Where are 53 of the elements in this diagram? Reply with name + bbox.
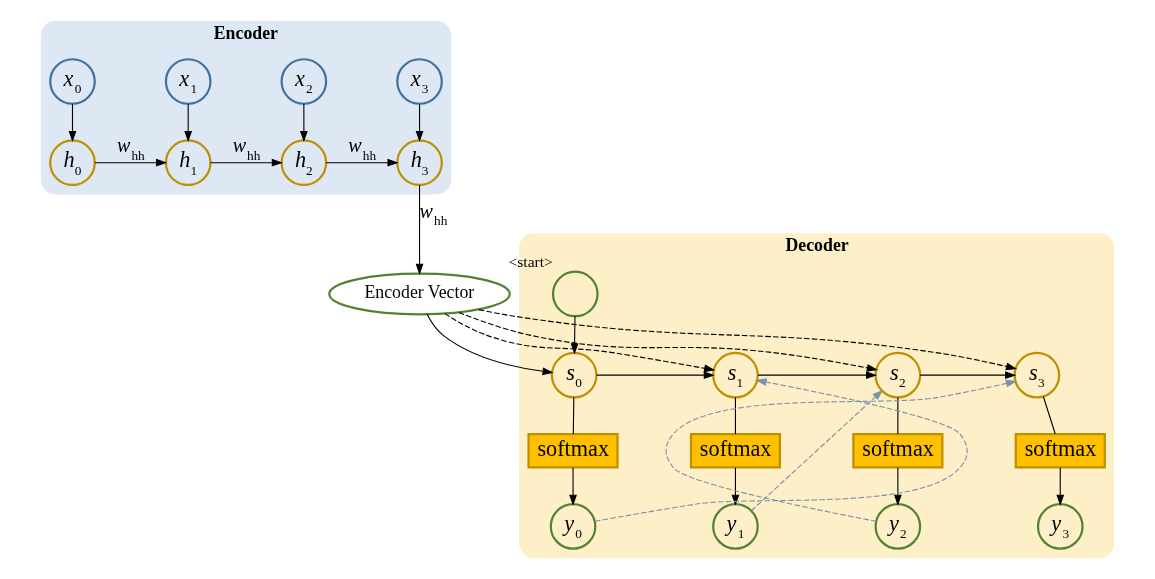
node-circle: s$_{3}$: [1013, 351, 1061, 399]
arrow: [478, 309, 1018, 371]
arrow: [444, 313, 716, 373]
node-circle: x$_{2}$: [280, 58, 328, 105]
node-box: softmax: [852, 433, 944, 469]
arrow: [594, 378, 968, 522]
arrow: [184, 103, 193, 143]
node-circle: s$_{1}$: [712, 351, 759, 399]
node-circle: h$_{3}$: [396, 139, 443, 187]
arrow: [1056, 467, 1065, 506]
edge-label: w$_{hh}$: [232, 134, 261, 163]
arrow: [209, 158, 283, 167]
node-circle: h$_{2}$: [280, 139, 328, 187]
node-circle: [551, 270, 599, 318]
edge-label: w$_{hh}$: [419, 199, 448, 229]
node-circle: s$_{0}$: [550, 351, 598, 399]
node-circle: y$_{1}$: [712, 503, 759, 550]
arrow: [919, 371, 1017, 380]
node-circle: x$_{1}$: [164, 58, 212, 105]
arrow: [325, 158, 399, 167]
arrow: [570, 315, 579, 355]
node-circle: x$_{3}$: [396, 58, 443, 105]
node-box: softmax: [527, 433, 619, 469]
connector: [572, 396, 575, 435]
node-circle: h$_{1}$: [164, 139, 212, 187]
connector: [897, 396, 899, 435]
arrow: [751, 389, 884, 512]
arrow: [415, 184, 424, 275]
node-circle: y$_{2}$: [874, 503, 922, 550]
edge-label: w$_{hh}$: [116, 134, 145, 163]
node-circle: x$_{0}$: [49, 58, 96, 105]
arrow: [299, 103, 308, 143]
edge-label: w$_{hh}$: [348, 134, 377, 163]
arrow: [569, 467, 577, 506]
node-label: <start>: [508, 253, 553, 271]
arrow: [731, 467, 740, 506]
node-ellipse: Encoder Vector: [328, 272, 511, 316]
arrow: [595, 371, 715, 380]
node-circle: y$_{0}$: [549, 503, 597, 550]
node-circle: h$_{0}$: [49, 139, 96, 187]
arrow: [893, 467, 902, 506]
arrow: [94, 158, 168, 167]
node-box: softmax: [689, 433, 782, 469]
connector: [1042, 396, 1056, 435]
arrow: [665, 379, 1017, 522]
arrow: [415, 103, 424, 143]
arrow: [757, 371, 878, 380]
arrow: [426, 313, 554, 376]
arrow: [458, 311, 878, 372]
node-box: softmax: [1014, 433, 1106, 469]
connector: [734, 396, 736, 435]
node-circle: y$_{3}$: [1036, 503, 1084, 550]
arrow: [68, 103, 77, 143]
